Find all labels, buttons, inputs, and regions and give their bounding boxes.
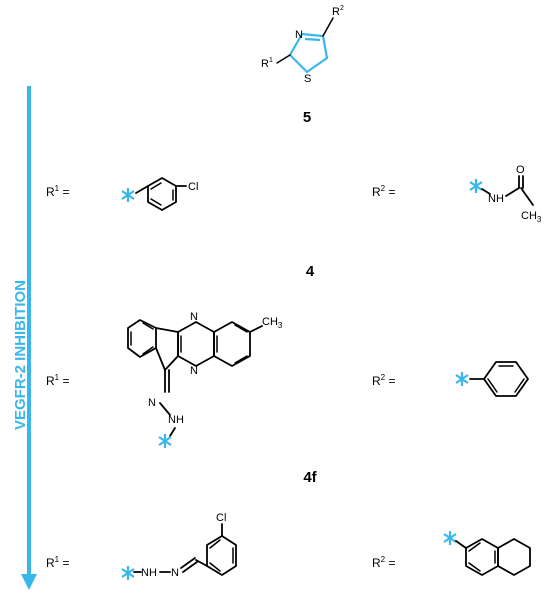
methyl-group: CH3 [521,210,542,224]
chloro-atom: Cl [216,512,226,524]
r2-bond [322,17,334,37]
thiazole-s-atom: S [304,73,311,85]
aromatic-ring [465,538,499,576]
hydrazine-n: N [171,567,179,579]
pyrazine-n-top: N [190,311,198,323]
core-r1-label: R1 [261,57,273,70]
saturated-ring [497,538,531,576]
attachment-asterisk [469,179,483,193]
methyl-group: CH3 [262,316,283,330]
r2-label: R2 = [372,373,395,388]
benzene-ring [206,535,237,576]
r2-tetrahydronaphthyl [443,531,531,576]
axis-label: VEGFR-2 INHIBITION [12,280,29,430]
compound-5: 5 R1 = Cl R2 = NH O CH3 [46,109,542,224]
pyrazine-n-bottom: N [190,365,198,377]
r2-acetamido: NH O CH3 [469,164,542,224]
attachment-asterisk [455,372,469,386]
benzene-ring [483,361,529,397]
compound-id: 4f [303,469,317,486]
benzene-ring [213,321,251,367]
r2-phenyl [455,361,529,397]
compound-id: 5 [303,109,311,126]
attachment-asterisk [158,434,172,448]
inhibition-arrow: VEGFR-2 INHIBITION [12,86,37,590]
thiazole-double-bond [304,37,321,42]
hydrazone-nh: NH [168,414,184,426]
compound-4: 4 R1 = N N CH3 N NH [46,263,529,448]
benzene-ring [147,177,177,211]
compound-id: 4 [306,263,315,280]
r1-chlorobenzylidene-hydrazinyl: NH N Cl [121,512,237,580]
r1-label: R1 = [46,184,69,199]
core-r2-label: R2 [332,5,344,18]
r1-label: R1 = [46,373,69,388]
r1-bond [276,54,291,64]
r2-label: R2 = [372,184,395,199]
attachment-asterisk [121,188,135,202]
benzene-ring [127,319,157,358]
hydrazine-nh: NH [141,567,157,579]
attachment-asterisk [121,566,135,580]
imine-n: N [148,397,156,409]
attachment-asterisk [443,531,457,545]
compound-4f: 4f R1 = NH N Cl R2 = [46,469,531,580]
carbonyl-o: O [516,164,525,176]
r1-label: R1 = [46,555,69,570]
thiazole-n-atom: N [295,29,303,41]
r1-indenoquinoxaline-hydrazone: N N CH3 N NH [127,311,283,448]
r1-4-chlorophenyl: Cl [121,177,198,211]
arrow-head [21,574,37,590]
thiazole-core: N S R1 R2 [261,5,344,85]
thiazole-ring [288,32,329,74]
r2-label: R2 = [372,555,395,570]
pyrazine-ring [177,321,215,367]
amide-nh: NH [488,193,504,205]
chloro-atom: Cl [188,181,198,193]
